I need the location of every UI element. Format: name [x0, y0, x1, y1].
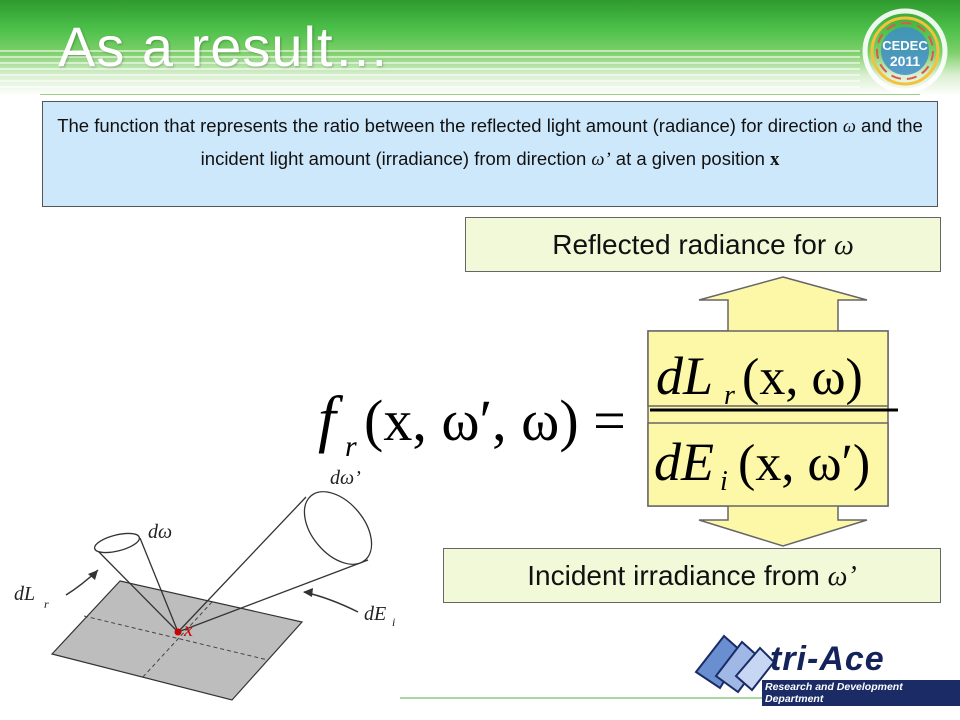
- incident-cone-opening: [303, 491, 373, 565]
- company-name: tri-Ace: [770, 640, 885, 678]
- definition-box: The function that represents the ratio b…: [42, 101, 938, 207]
- incident-irradiance-omega-prime: ω’: [827, 561, 857, 592]
- tri-ace-logo-mark: [694, 634, 776, 694]
- equation-den-sub: i: [720, 466, 728, 497]
- equation-lhs-args: (x, ω′, ω) =: [364, 388, 626, 453]
- surface-dash-2: [141, 601, 213, 679]
- equation-lhs-sub: r: [345, 430, 357, 463]
- header-banner: [0, 0, 960, 96]
- incident-cone-edge-2: [177, 559, 369, 633]
- numerator-box: [647, 330, 889, 407]
- diagram-dl-sub: r: [44, 597, 49, 611]
- page-title: As a result…: [58, 15, 391, 78]
- incident-cone-edge-1: [177, 496, 307, 633]
- definition-text-1: The function that represents the ratio b…: [57, 115, 843, 136]
- reflected-radiance-label: Reflected radiance for ω: [465, 217, 941, 272]
- header-stripes: [0, 50, 860, 90]
- cedec-logo: CEDEC 2011: [862, 8, 948, 94]
- diagram-de: dE: [364, 603, 386, 625]
- incident-irradiance-text: Incident irradiance from: [527, 560, 828, 591]
- diagram-dl: dL: [14, 583, 35, 605]
- definition-text-3: at a given position: [610, 148, 771, 169]
- definition-text-2: and the incident light amount (irradianc…: [200, 115, 923, 169]
- incident-irradiance-label: Incident irradiance from ω’: [443, 548, 941, 603]
- reflected-cone-edge-2: [139, 537, 179, 633]
- diagram-de-sub: i: [392, 615, 395, 629]
- definition-omega-prime: ω’: [591, 150, 611, 170]
- definition-omega: ω: [842, 117, 856, 137]
- cedec-logo-year: 2011: [890, 53, 921, 69]
- reflected-radiance-omega: ω: [833, 230, 854, 261]
- reflected-radiance-text: Reflected radiance for: [552, 229, 834, 260]
- equation-den-args: (x, ω′): [738, 435, 870, 492]
- equation-num-sub: r: [724, 380, 735, 411]
- equation-den-d: dE: [654, 432, 714, 492]
- denominator-box: [647, 422, 889, 507]
- diagram-d-omega-prime: dω’: [330, 467, 361, 489]
- surface-dash-1: [83, 615, 269, 661]
- reflected-arrowhead-icon: [88, 570, 98, 580]
- reflected-cone-opening: [93, 532, 141, 554]
- diagram-d-omega: dω: [148, 521, 172, 543]
- equation-num-args: (x, ω): [742, 349, 863, 406]
- header-divider: [40, 94, 920, 95]
- definition-x: x: [770, 150, 780, 170]
- company-department: Research and Development Department: [762, 680, 960, 706]
- incident-arrowhead-icon: [303, 588, 313, 597]
- cedec-logo-top: CEDEC: [882, 38, 928, 53]
- equation-lhs-f: f: [318, 383, 344, 454]
- footer-divider: [400, 697, 940, 699]
- position-point: [174, 628, 182, 636]
- diagram-point-x: x: [183, 619, 193, 641]
- equation-num-d: dL: [656, 346, 713, 406]
- reflected-cone-edge-1: [94, 547, 179, 633]
